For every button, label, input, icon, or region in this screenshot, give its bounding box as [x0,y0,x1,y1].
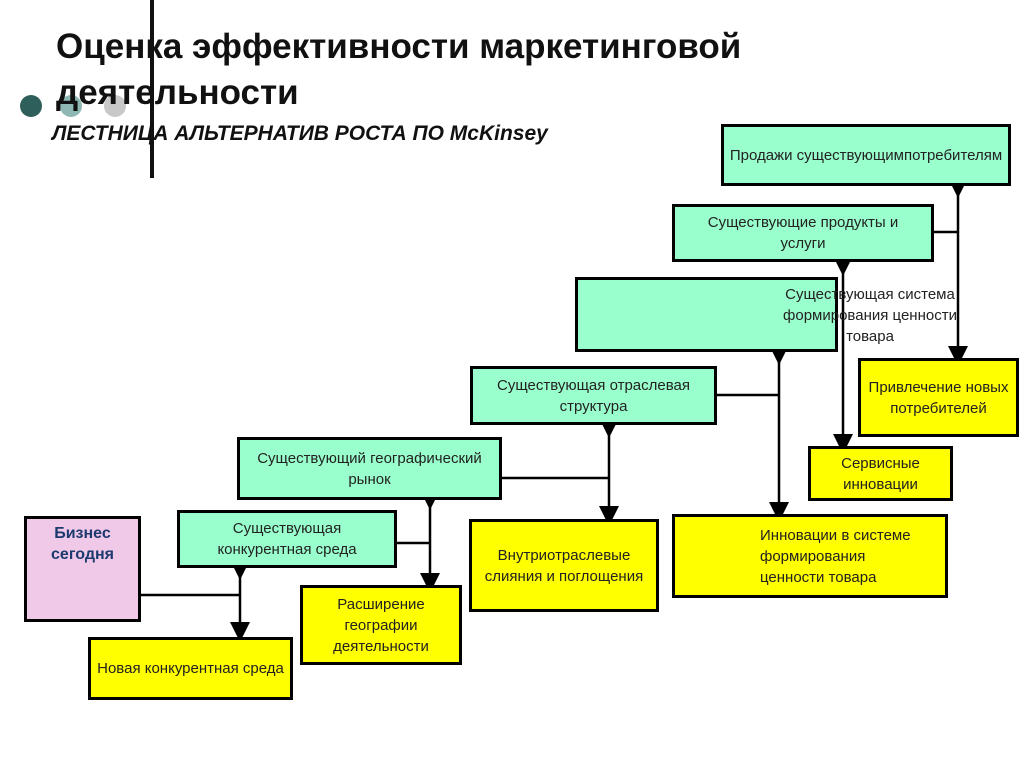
mergers-box: Внутриотраслевые слияния и поглощения [469,519,659,612]
vertical-bar [150,0,154,178]
existing-geo-label: Существующий географический рынок [257,449,482,488]
title-line-2: деятельности [56,73,299,112]
existing-competitive-box: Существующая конкурентная среда [177,510,397,568]
bullet-dark-icon [20,95,42,117]
business-today-label: Бизнес сегодня [51,525,114,563]
service-innovations-box: Сервисные инновации [808,446,953,501]
bullet-grey-icon [104,95,126,117]
sales-existing-label: Продажи существующимпотребителям [729,146,1003,164]
business-today-box: Бизнес сегодня [24,516,141,622]
new-competitive-box: Новая конкурентная среда [88,637,293,700]
existing-value-system-label: Существующая система формирования ценнос… [760,284,980,347]
new-customers-box: Привлечение новых потребителей [858,358,1019,437]
service-innovations-label: Сервисные инновации [841,454,920,493]
existing-value-system-text: Существующая система формирования ценнос… [783,286,957,345]
title-line-1: Оценка эффективности маркетинговой [56,27,742,66]
value-innovations-box: Инновации в системе формирования ценност… [672,514,948,598]
value-innovations-label: Инновации в системе формирования ценност… [760,526,911,586]
existing-products-box: Существующие продукты и услуги [672,204,934,262]
page-title: Оценка эффективности маркетинговой деяте… [56,24,741,116]
geo-expansion-box: Расширение географии деятельности [300,585,462,665]
existing-industry-label: Существующая отраслевая структура [496,376,690,415]
geo-expansion-label: Расширение географии деятельности [333,595,429,655]
new-competitive-label: Новая конкурентная среда [97,660,284,677]
existing-value-system-box [575,277,838,352]
mergers-label: Внутриотраслевые слияния и поглощения [484,546,644,585]
bullet-teal-icon [60,95,82,117]
sales-existing-box: Продажи существующимпотребителям [721,124,1011,186]
existing-industry-box: Существующая отраслевая структура [470,366,717,425]
existing-geo-box: Существующий географический рынок [237,437,502,500]
new-customers-label: Привлечение новых потребителей [868,378,1009,417]
existing-competitive-label: Существующая конкурентная среда [217,520,357,558]
subtitle: ЛЕСТНИЦА АЛЬТЕРНАТИВ РОСТА ПО McKinsey [52,122,548,145]
existing-products-label: Существующие продукты и услуги [707,214,899,252]
